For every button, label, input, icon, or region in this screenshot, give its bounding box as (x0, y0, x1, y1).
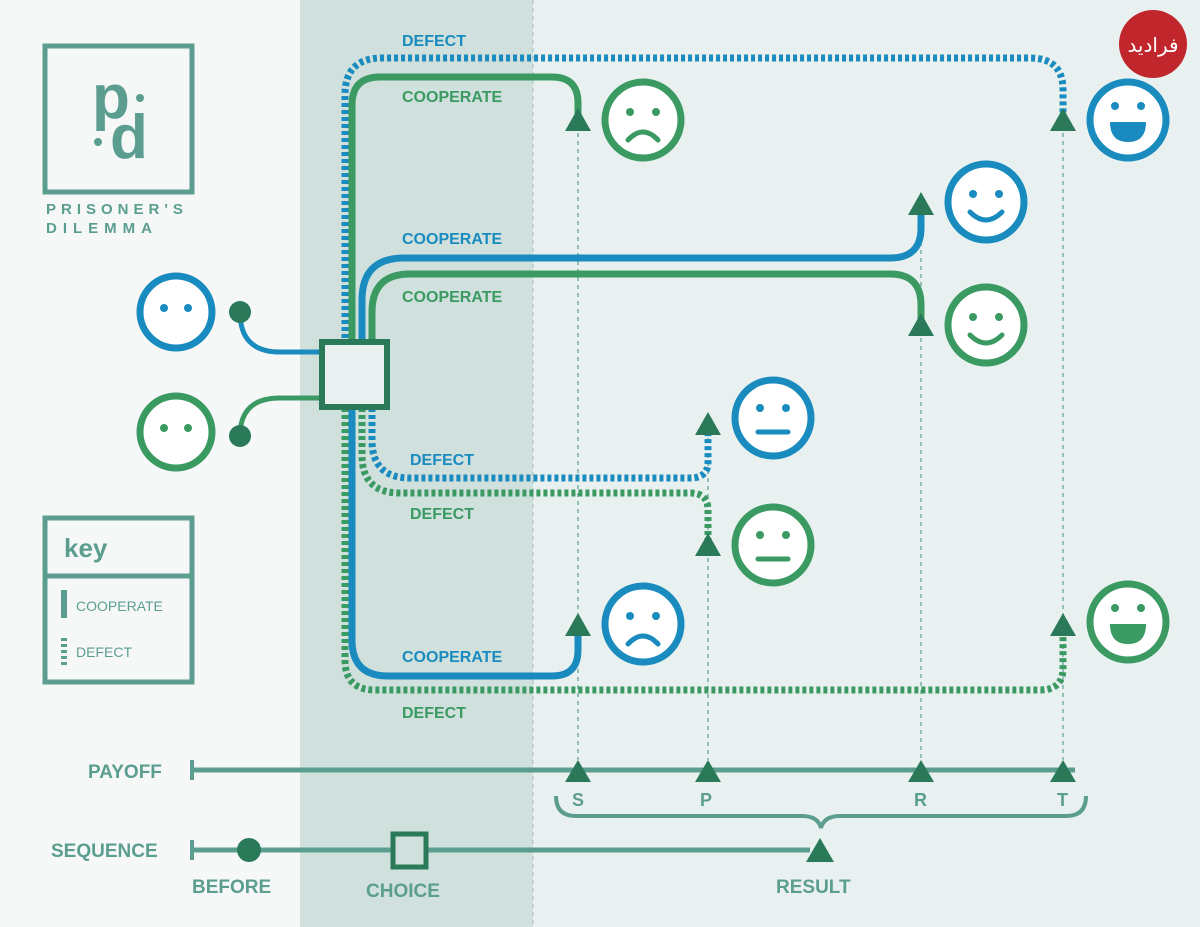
key-legend: key COOPERATE DEFECT (42, 515, 195, 685)
payoff-marker-s (565, 760, 591, 782)
player-connectors (229, 301, 322, 447)
payoff-t: T (1057, 790, 1068, 810)
logo-title-line2: DILEMMA (46, 220, 158, 237)
label-green-defect-bottom: DEFECT (402, 705, 466, 722)
label-blue-defect-mid: DEFECT (410, 452, 474, 469)
arrow-p-top (695, 412, 721, 435)
sequence-choice-box (390, 831, 429, 870)
outcome-face-smile-green (944, 283, 1028, 367)
player-green-face (136, 392, 216, 472)
sequence-before: BEFORE (192, 877, 271, 898)
path-labels: DEFECT COOPERATE COOPERATE COOPERATE DEF… (402, 33, 502, 722)
sequence-result: RESULT (776, 877, 851, 898)
key-cooperate-label: COOPERATE (76, 598, 163, 614)
sequence-choice: CHOICE (366, 881, 440, 902)
payoff-label: PAYOFF (88, 762, 162, 783)
sequence-timeline: SEQUENCE BEFORE CHOICE RESULT (51, 831, 851, 902)
outcome-face-grin-green (1086, 580, 1170, 664)
payoff-scale: PAYOFF S P R T (88, 760, 1088, 829)
payoff-r: R (914, 790, 927, 810)
payoff-p: P (700, 790, 712, 810)
label-blue-defect-top: DEFECT (402, 33, 466, 50)
payoff-marker-r (908, 760, 934, 782)
key-defect-label: DEFECT (76, 644, 132, 660)
logo-title-line1: PRISONER'S (46, 201, 188, 218)
payoff-s: S (572, 790, 584, 810)
label-green-defect-mid: DEFECT (410, 506, 474, 523)
arrow-p-mid (695, 533, 721, 556)
sequence-result-marker (806, 838, 834, 862)
arrow-s-top (565, 108, 591, 131)
player-blue-face (136, 272, 216, 352)
label-green-cooperate-top: COOPERATE (402, 89, 502, 106)
label-green-cooperate-mid: COOPERATE (402, 289, 502, 306)
path-arrowheads (565, 108, 1076, 636)
outcome-face-neutral-green (731, 503, 815, 587)
logo-letter-p: p (92, 63, 130, 132)
choice-box (319, 339, 390, 410)
payoff-marker-p (695, 760, 721, 782)
logo-letter-d: d (110, 103, 148, 172)
outcome-face-neutral-blue (731, 376, 815, 460)
outcome-face-grin-blue (1086, 78, 1170, 162)
arrow-r-top (908, 192, 934, 215)
outcome-face-smile-blue (944, 160, 1028, 244)
logo: p d PRISONER'S DILEMMA (42, 43, 195, 237)
outcome-face-sad-blue (601, 582, 685, 666)
outcome-face-sad-green (601, 78, 685, 162)
label-blue-cooperate-mid: COOPERATE (402, 231, 502, 248)
key-title: key (64, 533, 108, 563)
label-blue-cooperate-bottom: COOPERATE (402, 649, 502, 666)
arrow-s-bottom (565, 613, 591, 636)
arrow-t-bottom (1050, 613, 1076, 636)
arrow-t-top (1050, 108, 1076, 131)
watermark-text: فرادید (1127, 33, 1178, 57)
sequence-before-dot (237, 838, 261, 862)
arrow-r-mid (908, 313, 934, 336)
watermark-logo: فرادید (1119, 10, 1187, 78)
payoff-marker-t (1050, 760, 1076, 782)
sequence-label: SEQUENCE (51, 841, 158, 862)
outcome-paths (341, 54, 1067, 694)
